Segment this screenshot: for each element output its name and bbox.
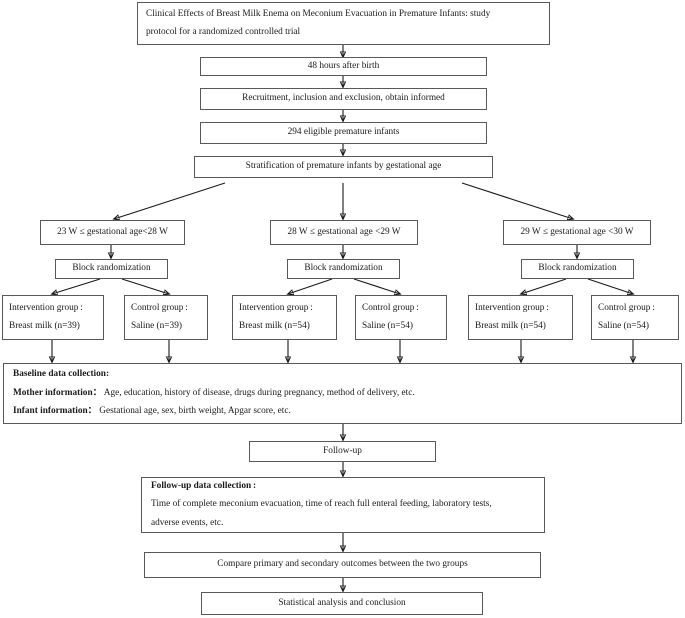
node-group-1-line-1: Intervention group :	[9, 302, 83, 313]
node-stratum-3: 29 W ≤ gestational age <30 W	[503, 220, 651, 245]
node-follow-up-label: Follow-up	[323, 445, 362, 456]
node-48-hours-after-birth: 48 hours after birth	[200, 57, 487, 76]
baseline-heading: Baseline data collection:	[13, 369, 110, 380]
baseline-infant-row: Infant information： Gestational age, sex…	[13, 405, 291, 418]
connector-randomization-3-to-group-5	[521, 278, 567, 294]
baseline-mother-label: Mother information：	[13, 387, 102, 398]
connector-randomization-1-to-group-2	[121, 278, 169, 294]
node-group-5-intervention: Intervention group : Breast milk (n=54)	[468, 295, 573, 340]
node-group-6-control: Control group : Saline (n=54)	[591, 295, 679, 340]
node-48-hours-label: 48 hours after birth	[307, 60, 380, 71]
connector-stratification-to-stratum-1	[114, 182, 226, 219]
node-block-randomization-2-label: Block randomization	[304, 263, 383, 274]
connector-randomization-2-to-group-4	[353, 278, 400, 294]
node-block-randomization-2: Block randomization	[287, 259, 400, 279]
node-group-6-line-2: Saline (n=54)	[598, 321, 649, 331]
node-block-randomization-1: Block randomization	[55, 259, 168, 279]
node-block-randomization-1-label: Block randomization	[72, 263, 151, 274]
node-block-randomization-3: Block randomization	[521, 259, 634, 279]
node-group-5-line-1: Intervention group :	[475, 302, 549, 313]
node-group-3-line-1: Intervention group :	[239, 302, 313, 313]
node-stratum-2-label: 28 W ≤ gestational age <29 W	[287, 226, 401, 237]
study-title-line-2: protocol for a randomized controlled tri…	[146, 26, 301, 37]
node-statistical-analysis: Statistical analysis and conclusion	[201, 592, 483, 615]
connector-randomization-3-to-group-6	[587, 278, 633, 294]
node-group-2-line-2: Saline (n=39)	[131, 321, 182, 331]
node-group-4-line-2: Saline (n=54)	[362, 321, 413, 331]
followup-line-1: Time of complete meconium evacuation, ti…	[151, 499, 492, 510]
node-block-randomization-3-label: Block randomization	[538, 263, 617, 274]
node-group-2-control: Control group : Saline (n=39)	[124, 295, 208, 340]
node-stratum-1: 23 W ≤ gestational age<28 W	[40, 220, 185, 245]
node-group-3-intervention: Intervention group : Breast milk (n=54)	[232, 295, 337, 340]
node-group-1-line-2: Breast milk (n=39)	[9, 321, 80, 331]
node-statistical-analysis-label: Statistical analysis and conclusion	[278, 597, 406, 608]
node-follow-up: Follow-up	[249, 441, 436, 462]
node-group-3-line-2: Breast milk (n=54)	[239, 321, 310, 331]
node-baseline-data-collection: Baseline data collection: Mother informa…	[3, 363, 682, 424]
node-stratum-3-label: 29 W ≤ gestational age <30 W	[520, 226, 634, 237]
connector-stratification-to-stratum-3	[461, 182, 573, 219]
node-group-5-line-2: Breast milk (n=54)	[475, 321, 546, 331]
baseline-infant-value: Gestational age, sex, birth weight, Apga…	[96, 406, 291, 417]
node-eligible-infants: 294 eligible premature infants	[200, 122, 487, 144]
node-group-4-control: Control group : Saline (n=54)	[355, 295, 447, 340]
study-title-line-1: Clinical Effects of Breast Milk Enema on…	[146, 9, 491, 20]
node-follow-up-data-collection: Follow-up data collection : Time of comp…	[141, 477, 545, 533]
node-stratum-1-label: 23 W ≤ gestational age<28 W	[57, 226, 168, 237]
baseline-mother-row: Mother information： Age, education, hist…	[13, 387, 415, 400]
node-recruitment: Recruitment, inclusion and exclusion, ob…	[200, 88, 487, 110]
node-study-title: Clinical Effects of Breast Milk Enema on…	[137, 2, 550, 45]
node-stratification: Stratification of premature infants by g…	[194, 156, 493, 178]
node-group-2-line-1: Control group :	[131, 302, 188, 313]
followup-line-2: adverse events, etc.	[151, 517, 224, 528]
followup-heading: Follow-up data collection :	[151, 480, 257, 491]
node-stratification-label: Stratification of premature infants by g…	[245, 161, 442, 172]
node-group-1-intervention: Intervention group : Breast milk (n=39)	[2, 295, 104, 340]
connector-randomization-2-to-group-3	[288, 278, 333, 294]
baseline-infant-label: Infant information：	[13, 406, 97, 417]
node-stratum-2: 28 W ≤ gestational age <29 W	[270, 220, 418, 245]
connector-randomization-1-to-group-1	[52, 278, 101, 294]
node-eligible-infants-label: 294 eligible premature infants	[287, 127, 400, 138]
baseline-mother-value: Age, education, history of disease, drug…	[101, 387, 415, 398]
node-compare-outcomes-label: Compare primary and secondary outcomes b…	[217, 559, 468, 570]
node-compare-outcomes: Compare primary and secondary outcomes b…	[144, 552, 541, 578]
node-recruitment-label: Recruitment, inclusion and exclusion, ob…	[242, 93, 445, 104]
node-group-6-line-1: Control group :	[598, 302, 655, 313]
node-group-4-line-1: Control group :	[362, 302, 419, 313]
